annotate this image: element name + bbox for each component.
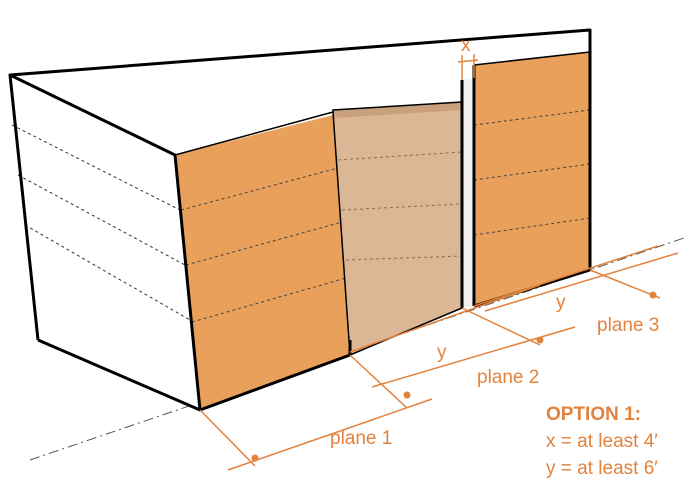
label-plane-3: plane 3 xyxy=(597,315,659,336)
side-floor-lines xyxy=(11,124,191,321)
plane-3-face[interactable] xyxy=(474,52,590,306)
label-y-right: y xyxy=(556,292,566,313)
label-y-left: y xyxy=(437,342,447,363)
option-line-2: y = at least 6′ xyxy=(546,458,658,479)
plane-2-dot xyxy=(536,336,544,344)
plane-1-end-dot xyxy=(251,454,259,462)
dimension-plane-3 xyxy=(473,245,679,312)
option-line-1: x = at least 4′ xyxy=(546,431,658,452)
label-x: x xyxy=(461,35,471,56)
label-plane-1: plane 1 xyxy=(330,428,392,449)
dimension-x xyxy=(457,54,479,80)
left-side-face xyxy=(10,75,200,410)
plane-3-dot xyxy=(649,291,657,299)
roof-face xyxy=(10,52,590,155)
recess-soffit xyxy=(333,102,462,118)
plane-2-face[interactable] xyxy=(333,102,462,355)
plane-2-floor-lines xyxy=(337,151,463,261)
plane-1-start-dot xyxy=(403,391,411,399)
dimension-plane-1 xyxy=(199,354,433,471)
plane-3-floor-lines xyxy=(473,109,591,236)
plane-1-face[interactable] xyxy=(175,115,350,410)
plane-1-floor-lines xyxy=(180,167,347,323)
gap-face xyxy=(462,78,474,308)
label-plane-2: plane 2 xyxy=(477,367,539,388)
option-title: OPTION 1: xyxy=(546,404,641,425)
